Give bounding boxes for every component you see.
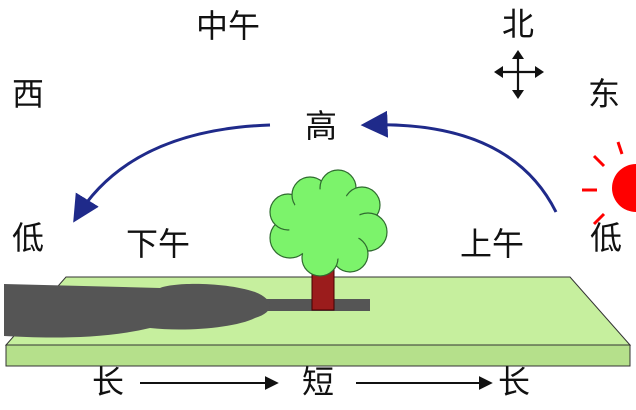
sun-icon <box>582 141 636 226</box>
tree-foliage <box>269 169 388 277</box>
label-west: 西 <box>12 75 45 113</box>
label-noon: 中午 <box>196 7 261 45</box>
label-morning: 上午 <box>460 225 525 263</box>
label-shadow-long-left: 长 <box>92 363 125 401</box>
label-shadow-long-right: 长 <box>498 363 531 401</box>
tree <box>269 169 388 311</box>
label-afternoon: 下午 <box>126 225 191 263</box>
sun-path-arc-east <box>360 110 558 213</box>
four-way-arrow-icon <box>494 50 544 99</box>
label-north: 北 <box>502 5 535 43</box>
label-east: 东 <box>588 75 621 113</box>
label-high: 高 <box>305 107 338 145</box>
long-afternoon-shadow <box>4 283 370 338</box>
label-low-west: 低 <box>12 219 45 257</box>
label-low-east: 低 <box>590 219 623 257</box>
ground-edge <box>5 344 631 367</box>
sun-path-arc-west <box>73 123 271 223</box>
label-shadow-short: 短 <box>302 363 335 401</box>
